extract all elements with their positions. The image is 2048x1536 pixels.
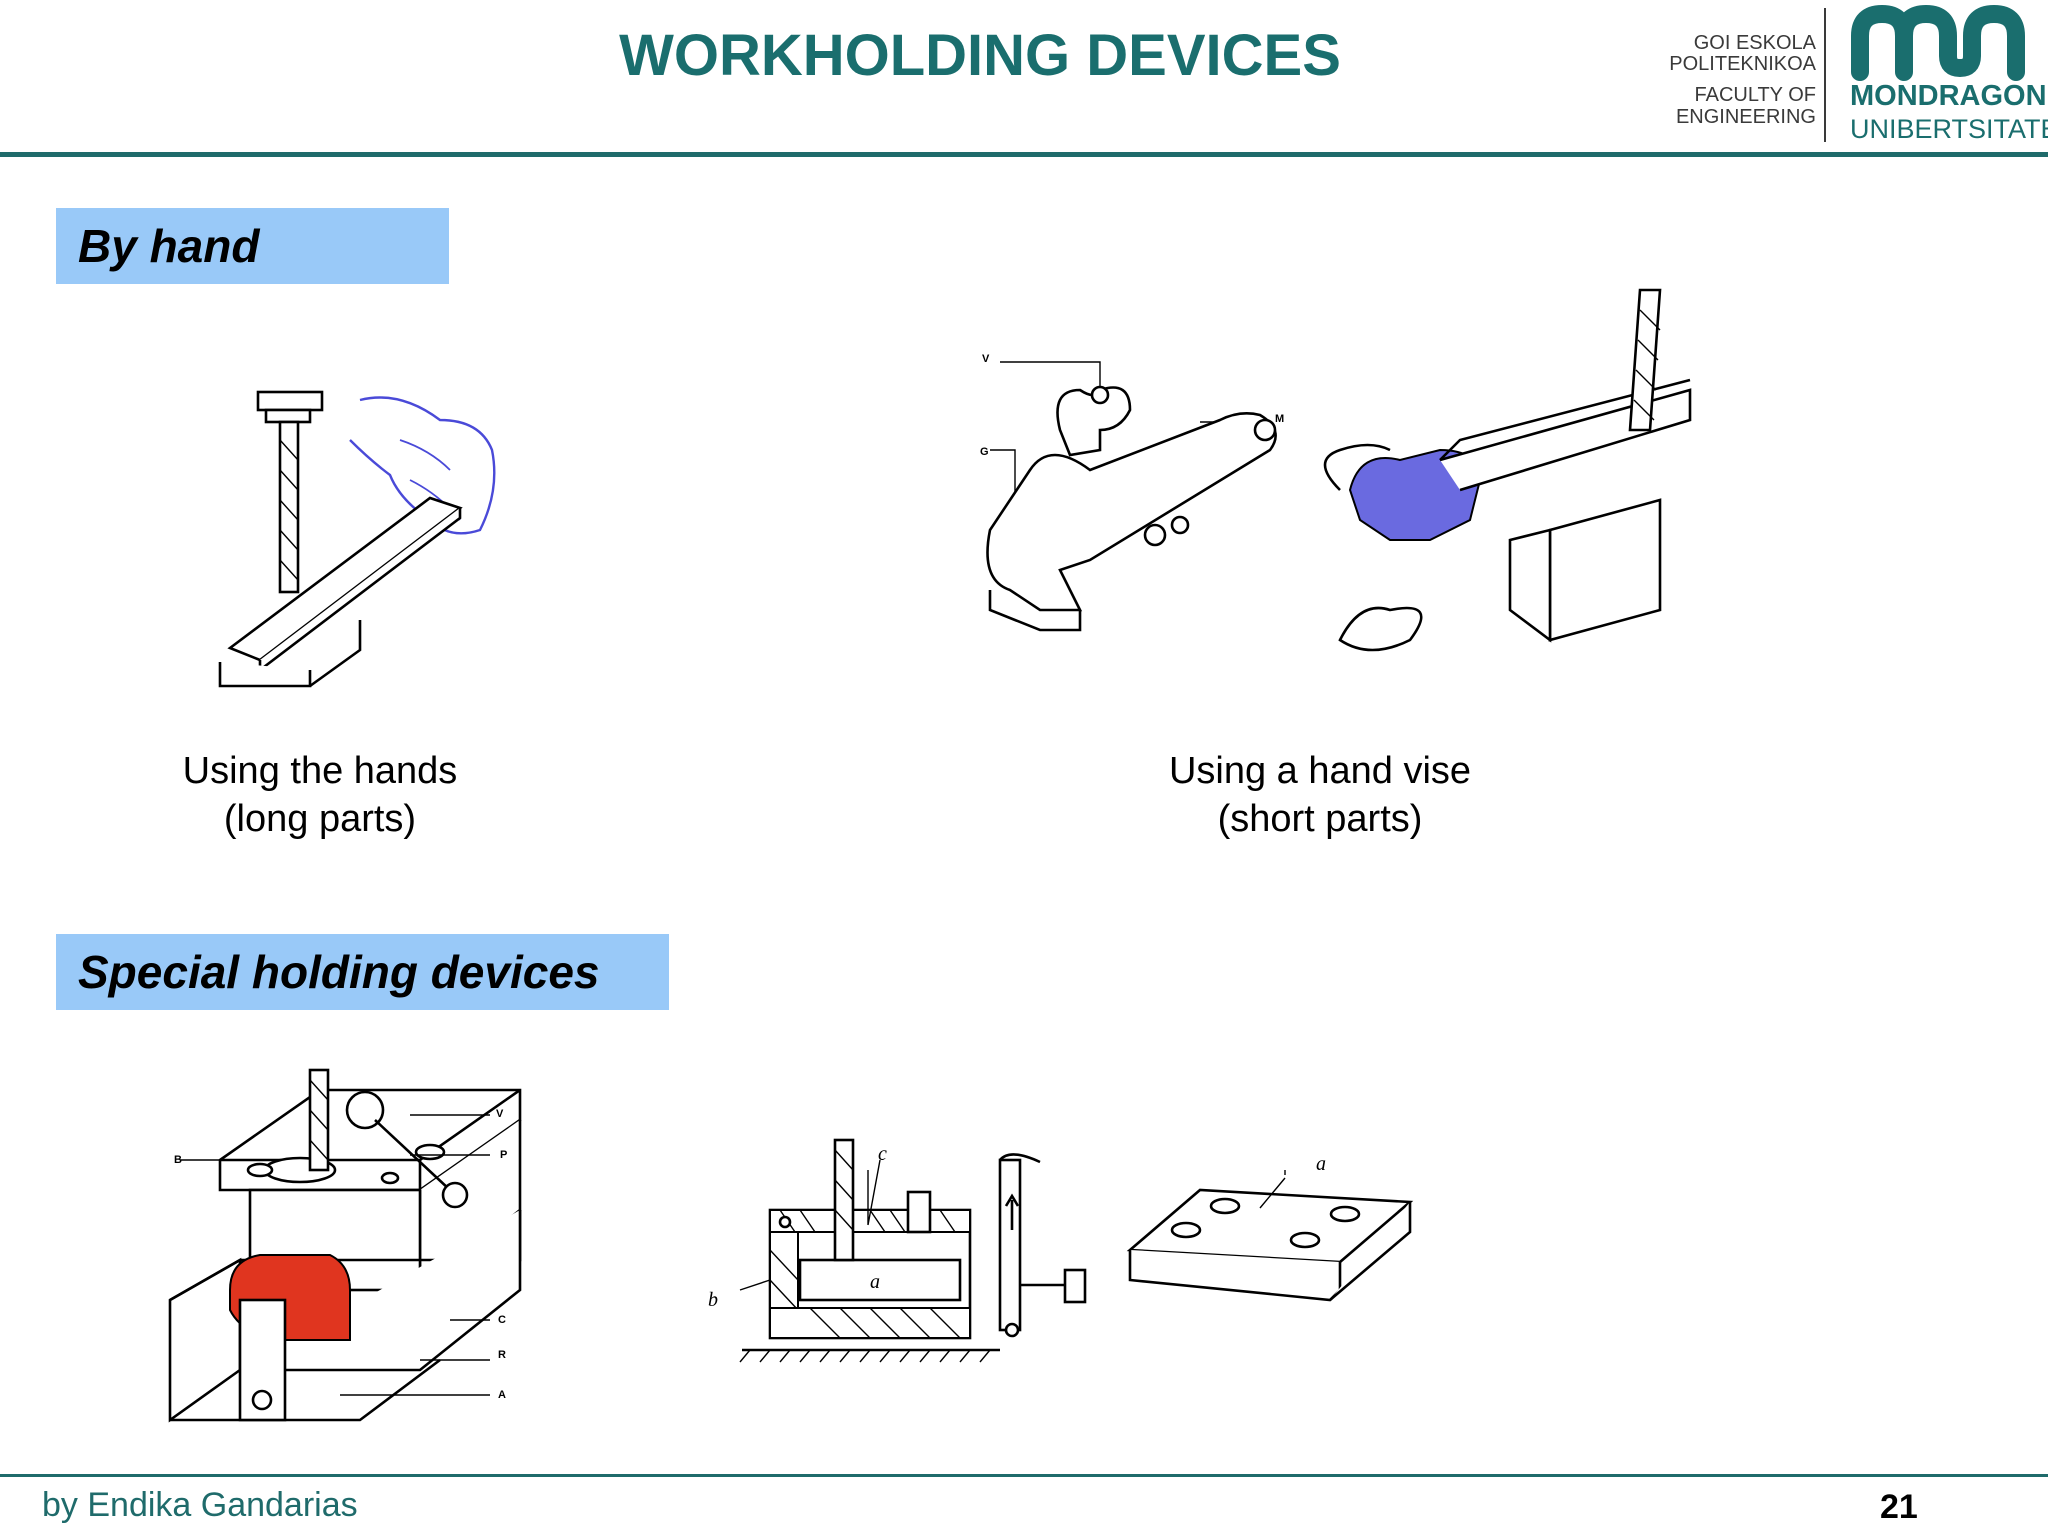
section-label-special: Special holding devices [56, 934, 669, 1010]
logo-text-line2: POLITEKNIKOA [1669, 53, 1816, 75]
header-rule [0, 152, 2048, 157]
logo-brand-name: MONDRAGON [1850, 80, 2047, 112]
vise-icon: G V M [980, 353, 1284, 632]
support-block-icon [218, 620, 362, 688]
fixture-icon [739, 1138, 1087, 1363]
jig-label-a: A [498, 1389, 506, 1401]
footer-rule [0, 1474, 2048, 1477]
logo-text-line3: FACULTY OF [1694, 84, 1816, 106]
fixture-label-b: b [708, 1289, 718, 1311]
caption-hands: Using the hands (long parts) [120, 747, 520, 843]
caption-hands-line2: (long parts) [223, 798, 417, 840]
page-number: 21 [1880, 1488, 1918, 1526]
jig-label-r: R [498, 1349, 506, 1361]
page-title: WORKHOLDING DEVICES [619, 23, 1341, 88]
drill-fixture-illustration: c a b [708, 1138, 1087, 1363]
vise-in-use-icon [1323, 288, 1692, 652]
long-part-icon [227, 496, 463, 673]
jig-icon [168, 1068, 522, 1423]
fixture-label-c: c [878, 1143, 887, 1165]
fixture-label-a: a [870, 1271, 880, 1293]
vise-label-g: G [980, 446, 989, 458]
footer-author: by Endika Gandarias [42, 1486, 358, 1524]
section-label-by-hand-text: By hand [78, 220, 260, 272]
jig-label-b: B [174, 1154, 182, 1166]
mondragon-logo-icon [1851, 4, 2025, 81]
jig-label-v: V [496, 1108, 504, 1120]
caption-vise-line2: (short parts) [1217, 798, 1423, 840]
caption-vise: Using a hand vise (short parts) [1110, 747, 1530, 843]
section-label-special-text: Special holding devices [78, 946, 600, 998]
jig-label-p: P [500, 1149, 507, 1161]
logo-text-line4: ENGINEERING [1675, 106, 1816, 128]
caption-hands-line1: Using the hands [182, 750, 458, 792]
logo-brand-subtitle: UNIBERTSITATEA [1850, 114, 2048, 144]
section-label-by-hand: By hand [56, 208, 449, 284]
hand-vise-illustration: G V M [980, 288, 1692, 652]
jig-label-c: C [498, 1314, 506, 1326]
drill-jig-illustration: V B P C R A [168, 1068, 522, 1423]
part-plate-illustration: a [1126, 1153, 1414, 1302]
logo-text-line1: GOI ESKOLA [1693, 32, 1816, 54]
vise-label-v: V [982, 353, 990, 365]
caption-vise-line1: Using a hand vise [1168, 750, 1472, 792]
logo-divider [1824, 8, 1826, 142]
hand-drilling-illustration [218, 390, 496, 688]
vise-label-m: M [1275, 413, 1284, 425]
plate-icon [1126, 1170, 1414, 1302]
plate-label-a: a [1316, 1153, 1326, 1175]
drill-bit-icon [256, 390, 324, 594]
